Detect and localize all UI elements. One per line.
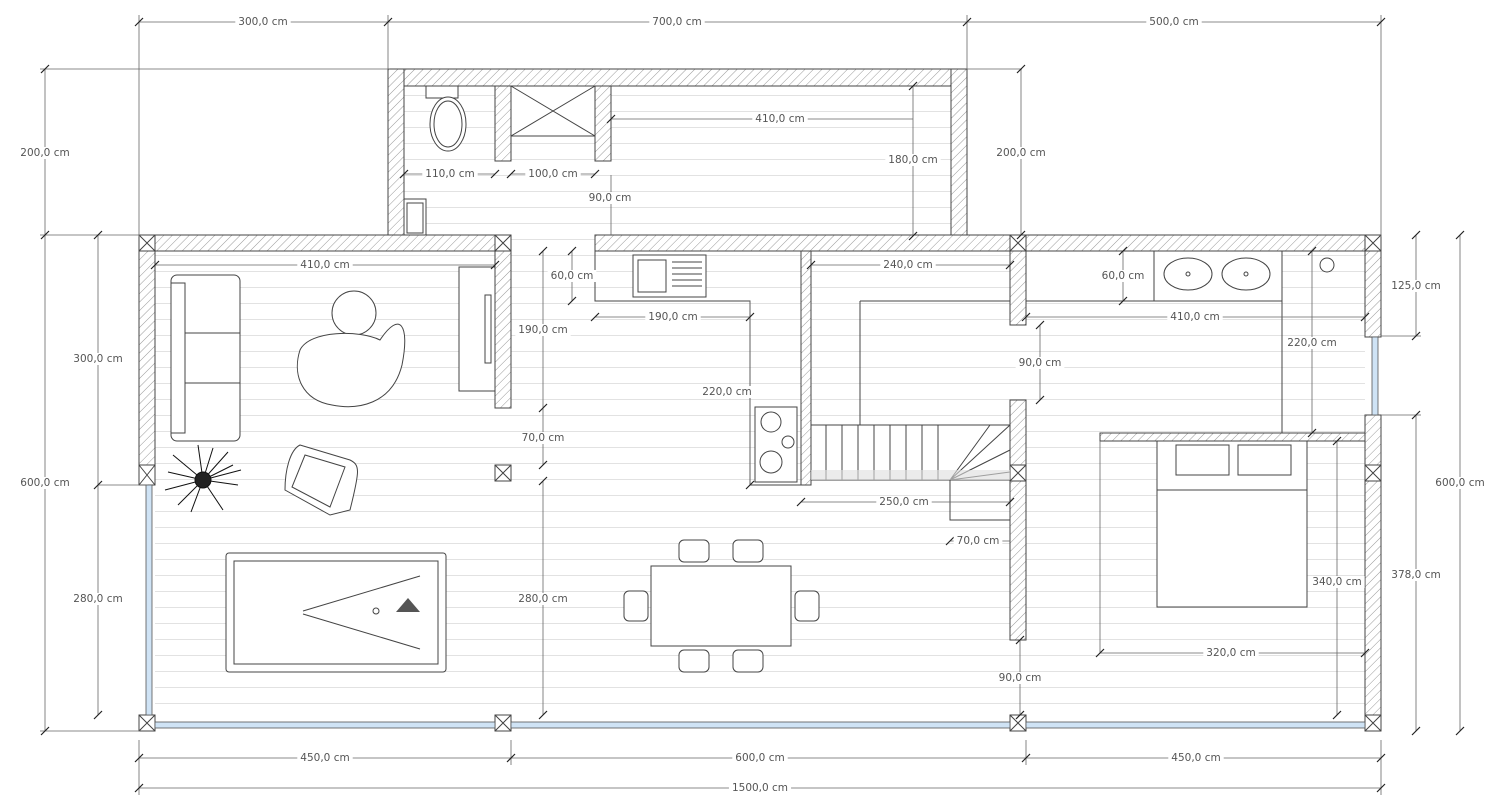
lounge-chair: [296, 290, 406, 408]
dim-label-bg: [649, 16, 705, 28]
shower-drain: [1281, 251, 1335, 433]
dim-label-bg: [1388, 280, 1444, 292]
dim-label-bg: [518, 432, 568, 444]
dim-label: 300,0 cm: [73, 353, 122, 365]
dim-label: 500,0 cm: [1149, 16, 1198, 28]
dim-label-bg: [585, 192, 635, 204]
dim-label: 600,0 cm: [735, 752, 784, 764]
dim-label: 200,0 cm: [996, 147, 1045, 159]
dimension-labels: 300,0 cm 700,0 cm 500,0 cm 200,0 cm 200,…: [17, 16, 1488, 794]
cooktop: [754, 406, 798, 483]
dim-label-bg: [732, 752, 788, 764]
dim-label: 410,0 cm: [300, 259, 349, 271]
dim-label-bg: [297, 752, 353, 764]
dim-label: 240,0 cm: [883, 259, 932, 271]
dim-label-bg: [422, 168, 478, 180]
dim-label: 300,0 cm: [238, 16, 287, 28]
dim-label-bg: [547, 270, 597, 282]
dim-label: 280,0 cm: [73, 593, 122, 605]
dim-label: 70,0 cm: [957, 535, 1000, 547]
pillars: [138, 234, 1382, 732]
windows: [145, 336, 1379, 729]
dim-label-bg: [17, 477, 73, 489]
dim-label-bg: [1203, 647, 1259, 659]
dim-label: 100,0 cm: [528, 168, 577, 180]
washing-machine: [403, 198, 427, 236]
dim-label-bg: [1284, 337, 1340, 349]
dim-label: 220,0 cm: [1287, 337, 1336, 349]
double-sink: [1025, 250, 1283, 302]
dim-label-bg: [1432, 477, 1488, 489]
dim-label: 600,0 cm: [1435, 477, 1484, 489]
dim-label: 378,0 cm: [1391, 569, 1440, 581]
billiard-table: [225, 552, 447, 673]
dim-label: 60,0 cm: [1102, 270, 1145, 282]
plant: [164, 444, 242, 513]
dim-label-bg: [1098, 270, 1148, 282]
dim-label: 200,0 cm: [20, 147, 69, 159]
toilet: [425, 85, 467, 152]
dim-label: 110,0 cm: [425, 168, 474, 180]
dim-label-bg: [993, 147, 1049, 159]
dim-label-bg: [728, 782, 792, 794]
dim-label: 320,0 cm: [1206, 647, 1255, 659]
armchair: [284, 444, 358, 516]
chairs: [623, 539, 820, 673]
dim-label-bg: [885, 154, 941, 166]
dim-label: 180,0 cm: [888, 154, 937, 166]
staircase: [810, 424, 1011, 521]
dim-label: 1500,0 cm: [732, 782, 788, 794]
dim-label-bg: [752, 113, 808, 125]
dim-label: 700,0 cm: [652, 16, 701, 28]
dim-label: 90,0 cm: [999, 672, 1042, 684]
dim-label: 70,0 cm: [522, 432, 565, 444]
dim-label-bg: [1015, 357, 1065, 369]
dim-label: 90,0 cm: [589, 192, 632, 204]
kitchen-sink: [632, 254, 707, 298]
dim-label: 450,0 cm: [300, 752, 349, 764]
dim-label-bg: [525, 168, 581, 180]
dim-label-bg: [515, 593, 571, 605]
dim-label: 450,0 cm: [1171, 752, 1220, 764]
dim-label: 250,0 cm: [879, 496, 928, 508]
dim-label-bg: [515, 324, 571, 336]
dim-label-bg: [297, 259, 353, 271]
double-bed: [1156, 440, 1308, 608]
dim-label-bg: [1309, 576, 1365, 588]
dim-label: 190,0 cm: [648, 311, 697, 323]
sofa: [170, 274, 241, 442]
dim-label-bg: [70, 593, 126, 605]
dim-label-bg: [699, 386, 755, 398]
dim-label-bg: [1388, 569, 1444, 581]
dim-label: 340,0 cm: [1312, 576, 1361, 588]
dim-label: 60,0 cm: [551, 270, 594, 282]
dim-label: 220,0 cm: [702, 386, 751, 398]
dim-label: 410,0 cm: [755, 113, 804, 125]
dim-label-bg: [1167, 311, 1223, 323]
dim-label-bg: [17, 147, 73, 159]
walls: [138, 68, 1382, 716]
dim-label-bg: [70, 353, 126, 365]
dim-label: 90,0 cm: [1019, 357, 1062, 369]
dim-label: 190,0 cm: [518, 324, 567, 336]
dim-label-bg: [876, 496, 932, 508]
shower: [510, 85, 596, 137]
dim-label-bg: [953, 535, 1003, 547]
dim-label: 125,0 cm: [1391, 280, 1440, 292]
dim-label: 410,0 cm: [1170, 311, 1219, 323]
dim-label: 600,0 cm: [20, 477, 69, 489]
dim-label-bg: [880, 259, 936, 271]
dim-label-bg: [1146, 16, 1202, 28]
dim-label-bg: [645, 311, 701, 323]
dining-table: [623, 539, 820, 673]
tv-unit: [458, 266, 496, 392]
dimension-ticks: [40, 17, 1465, 793]
dim-label-bg: [995, 672, 1045, 684]
dim-label-bg: [1168, 752, 1224, 764]
dim-label-bg: [235, 16, 291, 28]
dim-label: 280,0 cm: [518, 593, 567, 605]
